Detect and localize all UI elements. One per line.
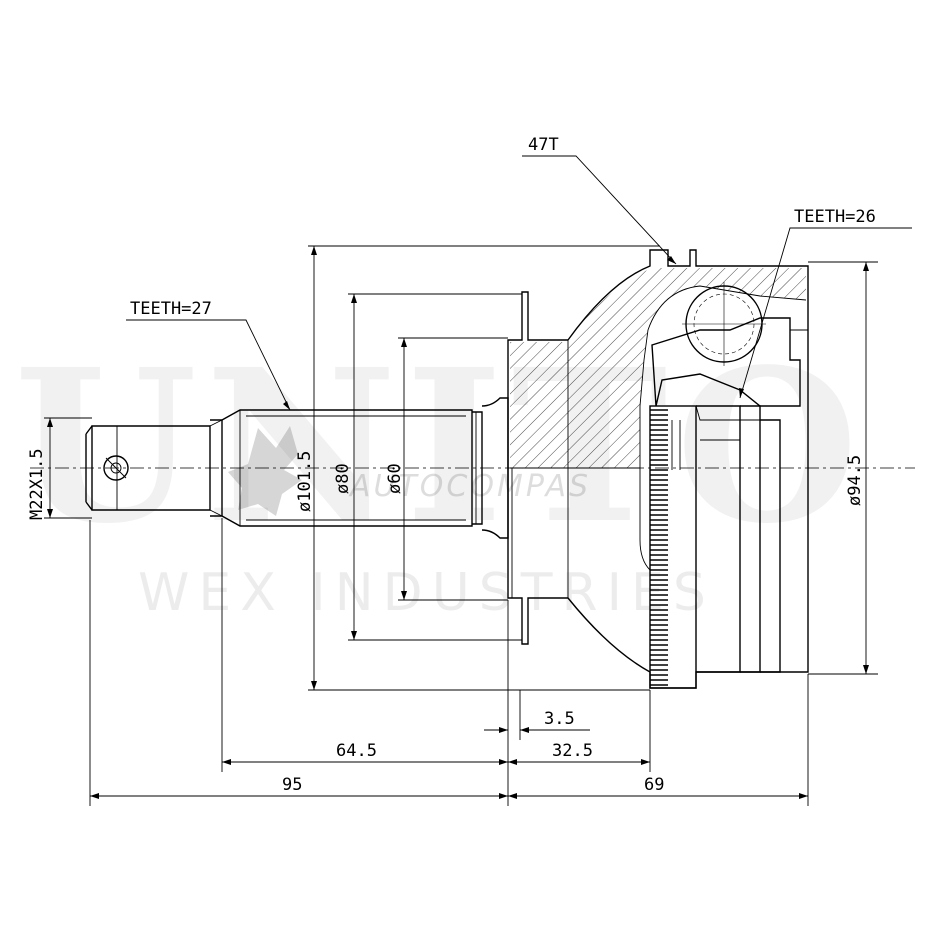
label-dim-95: 95 — [282, 775, 302, 795]
dim-thread — [44, 417, 92, 519]
leader-teeth-26 — [739, 227, 912, 399]
watermark-logo-text: AUTOCOMPAS — [348, 469, 591, 504]
label-47t: 47T — [528, 135, 559, 155]
inner-race — [651, 317, 808, 673]
dim-dia-94-5 — [808, 261, 878, 675]
leader-teeth-27 — [126, 319, 291, 411]
dim-64-5 — [221, 518, 508, 772]
dim-dia-80 — [348, 293, 522, 641]
watermark-tagline: WEX INDUSTRIES — [138, 563, 715, 623]
outer-housing — [507, 249, 809, 689]
label-dia-94-5: ø94.5 — [845, 455, 865, 506]
label-teeth-27: TEETH=27 — [130, 299, 212, 319]
dim-dia-101-5 — [308, 245, 660, 691]
dim-69 — [508, 674, 809, 806]
threaded-stub — [85, 419, 223, 517]
dim-dia-60 — [398, 337, 508, 601]
watermark-brand: UNITO — [14, 323, 867, 570]
label-dim-32-5: 32.5 — [552, 741, 593, 761]
label-dia-101-5: ø101.5 — [295, 451, 315, 512]
label-teeth-26: TEETH=26 — [794, 207, 876, 227]
label-dim-69: 69 — [644, 775, 664, 795]
label-dim-64-5: 64.5 — [336, 741, 377, 761]
label-dia-60: ø60 — [385, 463, 405, 494]
dim-32-5 — [508, 690, 651, 772]
autocompas-logo — [228, 426, 302, 516]
label-thread: M22X1.5 — [27, 448, 47, 520]
dim-95 — [89, 520, 509, 806]
label-dim-3-5: 3.5 — [544, 709, 575, 729]
dim-3-5 — [484, 600, 590, 740]
leader-47t — [522, 155, 677, 265]
splined-shaft — [221, 397, 509, 539]
abs-teeth — [650, 409, 668, 686]
label-dia-80: ø80 — [333, 463, 353, 494]
